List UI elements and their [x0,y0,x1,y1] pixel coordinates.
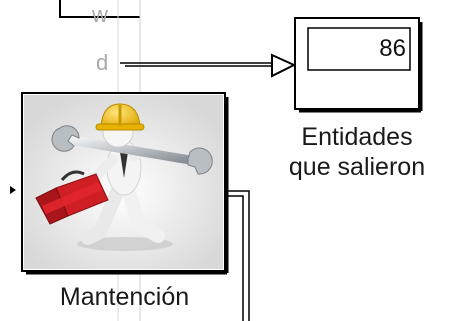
server-output-lines[interactable] [227,190,250,321]
port-label-d: d [96,50,109,75]
display-caption-line-1: Entidades [301,123,413,151]
server-block[interactable] [21,92,229,275]
maintenance-worker-icon [35,103,213,251]
display-input-arrow-icon [271,53,297,78]
toolbox-icon [35,170,109,225]
signal-line-to-display[interactable] [120,53,297,78]
display-block[interactable] [294,17,423,113]
hard-hat-icon [95,103,145,131]
display-value: 86 [379,35,406,62]
port-label-w: w [92,2,108,27]
display-readout [307,27,411,71]
wrench-icon [51,125,213,175]
server-caption: Mantención [59,283,190,311]
server-input-arrow-icon [10,186,16,194]
display-caption: Entidades que salieron [268,122,446,182]
display-caption-line-2: que salieron [288,153,426,181]
